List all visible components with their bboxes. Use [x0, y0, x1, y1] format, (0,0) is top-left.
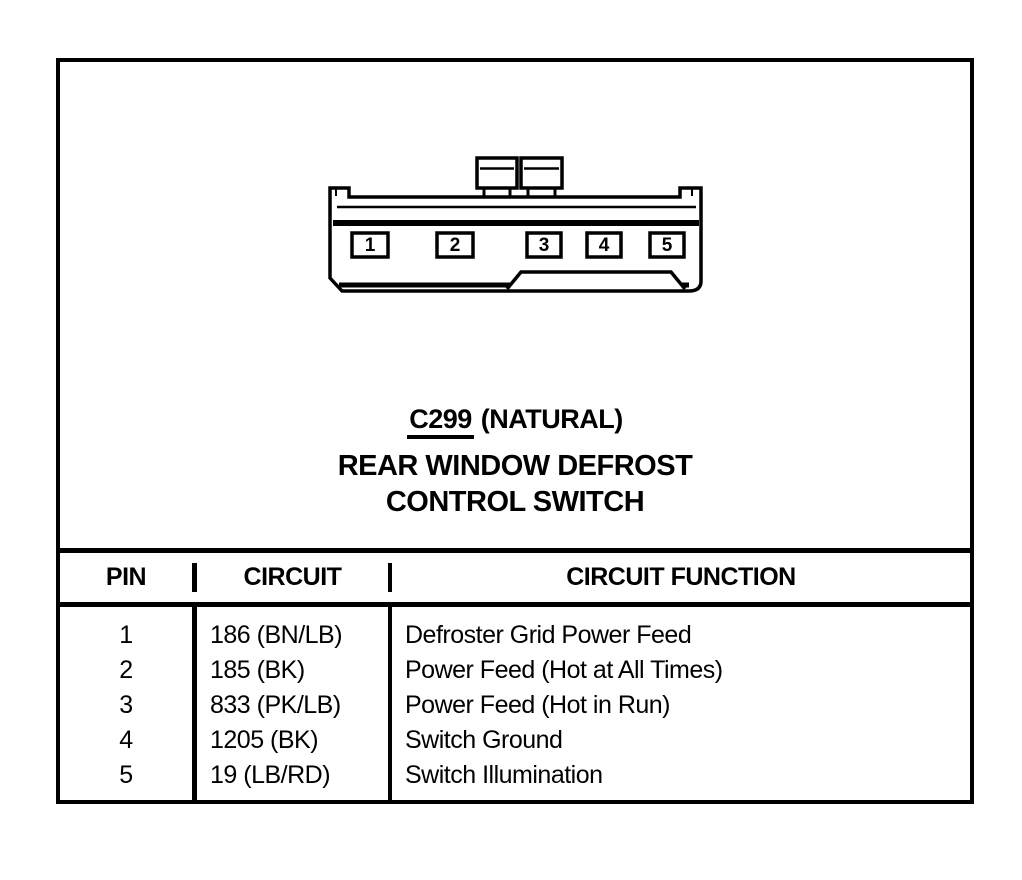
keying-wedge-outline: [505, 270, 687, 291]
pinout-table: PIN CIRCUIT CIRCUIT FUNCTION 1 2 3 4 5 1…: [60, 548, 970, 800]
header-circuit: CIRCUIT: [197, 563, 392, 592]
function-cell: Switch Illumination: [405, 761, 603, 789]
function-cell: Power Feed (Hot in Run): [405, 691, 671, 719]
function-cell: Switch Ground: [405, 726, 563, 754]
circuit-cell: 833 (PK/LB): [210, 691, 341, 719]
connector-body-outline: [328, 186, 703, 293]
header-pin: PIN: [60, 563, 197, 592]
function-cell: Power Feed (Hot at All Times): [405, 656, 723, 684]
table-body: 1 2 3 4 5 186 (BN/LB) 185 (BK) 833 (PK/L…: [60, 607, 970, 800]
circuit-cell: 19 (LB/RD): [210, 761, 331, 789]
pin-slot-4: [585, 231, 623, 259]
pin-cell: 2: [119, 656, 133, 684]
pin-cell: 4: [119, 726, 133, 754]
column-pin: 1 2 3 4 5: [60, 607, 197, 800]
component-name-line2: CONTROL SWITCH: [385, 486, 645, 518]
column-circuit: 186 (BN/LB) 185 (BK) 833 (PK/LB) 1205 (B…: [197, 607, 392, 800]
latch-tab-right: [519, 156, 564, 190]
pin-slot-4-label: 4: [599, 235, 610, 256]
latch-tab-left: [475, 156, 519, 190]
header-circuit-function: CIRCUIT FUNCTION: [566, 563, 796, 591]
component-name-line1: REAR WINDOW DEFROST: [337, 450, 693, 482]
keying-wedge-fill: [507, 272, 685, 289]
circuit-cell: 1205 (BK): [210, 726, 319, 754]
connector-id-line: C299 (NATURAL): [56, 404, 974, 439]
connector-title-block: C299 (NATURAL) REAR WINDOW DEFROST CONTR…: [56, 404, 974, 520]
circuit-cell: 185 (BK): [210, 656, 305, 684]
pin-cell: 3: [119, 691, 133, 719]
pin-slot-1: [350, 231, 390, 259]
latch-tab-left-legs: [482, 188, 512, 196]
circuit-cell: 186 (BN/LB): [210, 621, 343, 649]
table-top-rule: [60, 548, 970, 553]
pin-slot-1-label: 1: [365, 235, 376, 256]
table-header-row: PIN CIRCUIT CIRCUIT FUNCTION: [60, 553, 970, 602]
pin-slot-3-label: 3: [539, 235, 550, 256]
function-cell: Defroster Grid Power Feed: [405, 621, 692, 649]
pin-slot-2: [435, 231, 475, 259]
table-header-rule: [60, 602, 970, 607]
pin-slot-5: [648, 231, 686, 259]
connector-face-diagram: 1 2 3 4 5: [328, 156, 703, 293]
pin-slot-3: [525, 231, 563, 259]
pin-cell: 5: [119, 761, 133, 789]
pin-slot-2-label: 2: [450, 235, 461, 256]
latch-tab-right-legs: [526, 188, 557, 196]
connector-color-note: (NATURAL): [480, 404, 623, 434]
pin-cell: 1: [119, 621, 133, 649]
pin-slot-5-label: 5: [662, 235, 673, 256]
connector-id: C299: [407, 404, 474, 439]
column-circuit-function: Defroster Grid Power Feed Power Feed (Ho…: [392, 607, 970, 800]
